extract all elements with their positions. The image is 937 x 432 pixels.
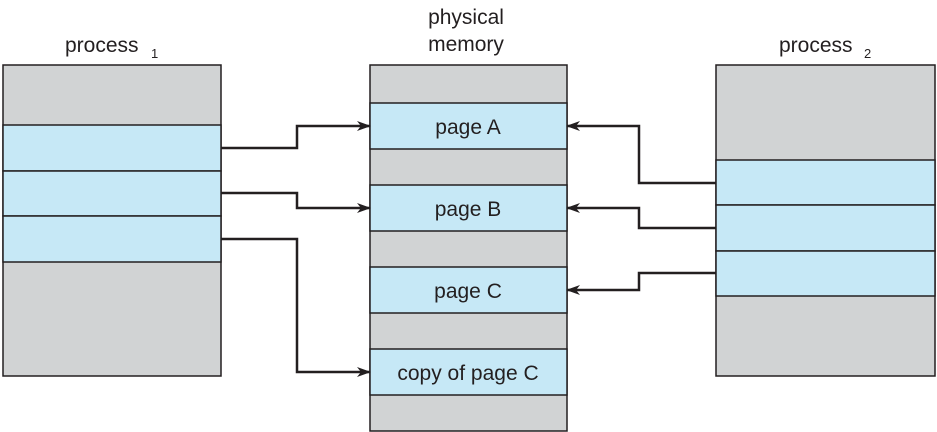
page-a-label: page A [435,116,500,139]
arrow-process2-to-page-b [566,203,716,230]
page-c-label: page C [434,280,502,303]
process1-label: process [65,34,139,57]
arrow-process2-to-page-c [566,271,716,295]
process2-label: process [779,34,853,57]
page-b-label: page B [435,198,502,221]
arrow-process2-to-page-a [566,121,716,185]
arrow-process1-to-page-b [221,191,371,213]
process1-subscript: 1 [151,46,158,61]
process1-page-entry-2 [2,170,222,217]
page-c-copy-label: copy of page C [397,362,538,385]
process2-block [715,64,936,377]
process2-page-entry-2 [715,204,936,252]
process2-page-entry-1 [715,159,936,206]
process1-label-text: process [65,34,139,57]
physical-memory-block: page A page B page C copy of page C [369,64,568,432]
process2-page-entry-3 [715,250,936,297]
process1-block [2,64,222,377]
arrow-process1-to-page-a [221,121,371,150]
memory-label-line2: memory [428,33,504,56]
memory-page-a [369,102,568,150]
process1-page-entry-3 [2,215,222,263]
arrow-process1-to-page-c-copy [221,237,371,377]
process2-subscript: 2 [864,46,871,61]
memory-page-c [369,266,568,314]
memory-label-line1: physical [428,6,504,29]
process1-page-entry-1 [2,124,222,172]
